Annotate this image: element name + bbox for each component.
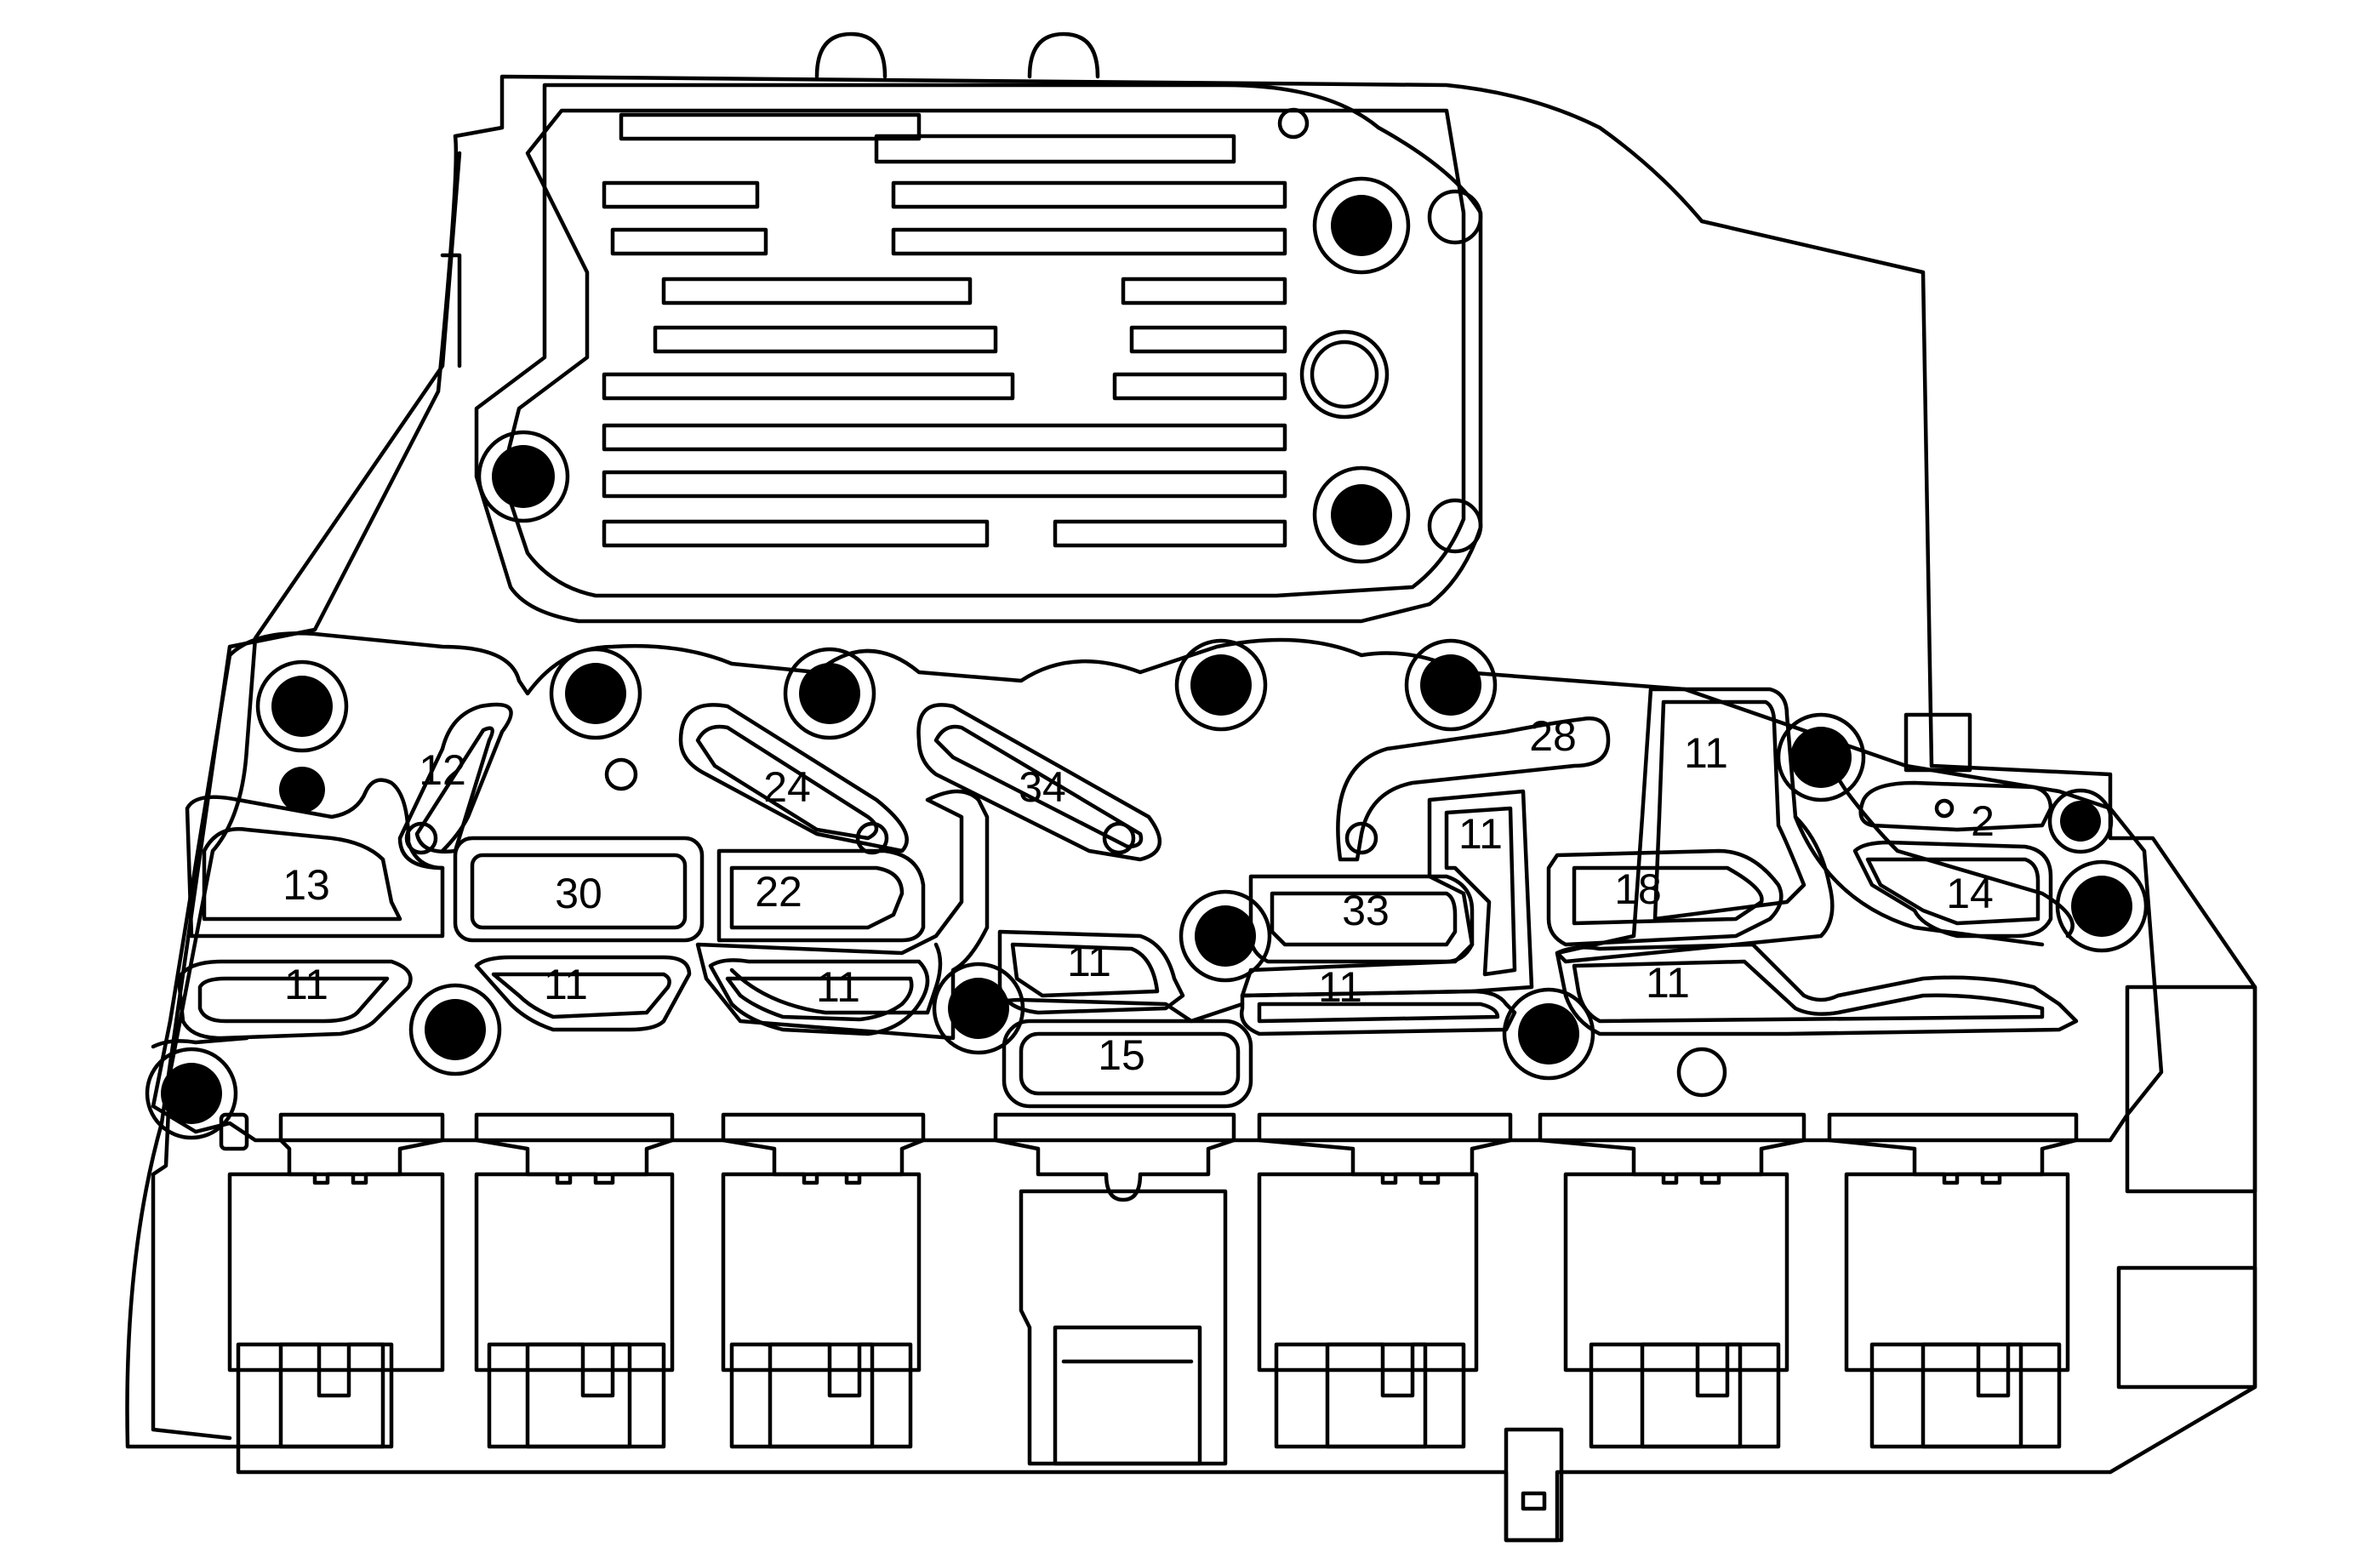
label-11-row-3: 11: [816, 963, 860, 1011]
label-28: 28: [1529, 712, 1577, 760]
channel-plate: [151, 631, 2164, 1143]
label-24: 24: [763, 763, 811, 811]
channel-plate-bolts: [145, 638, 2149, 1140]
plate-hole-small: [1277, 107, 1310, 140]
label-33: 33: [1342, 887, 1390, 934]
top-tab-left: [814, 31, 888, 79]
label-11-row-1: 11: [284, 961, 328, 1008]
side-connector-box: [2125, 985, 2257, 1194]
label-13: 13: [283, 861, 330, 909]
label-11-top: 11: [1684, 729, 1728, 777]
label-12: 12: [419, 746, 466, 794]
plate-slots: [602, 112, 1287, 548]
label-11-mid: 11: [1458, 810, 1503, 858]
plate-hole-5: [1427, 498, 1483, 554]
solenoid-6: [1538, 1112, 1806, 1449]
side-flange-left: [440, 253, 462, 368]
plate-bolt-1: [1331, 195, 1392, 256]
top-tab-right: [1027, 31, 1100, 79]
label-18: 18: [1614, 865, 1662, 913]
solenoid-4: [993, 1112, 1236, 1466]
label-11-row-4: 11: [1067, 938, 1111, 985]
channel-labels: 12 24 34 28 11 11 2 13 30 22 33 18 14 11…: [283, 712, 1995, 1079]
label-11-row-2: 11: [544, 961, 588, 1008]
label-22: 22: [755, 868, 802, 916]
bottom-tab: [1504, 1427, 1564, 1543]
side-bolt: [492, 445, 555, 508]
plate-bolt-4: [1331, 484, 1392, 545]
solenoid-3: [721, 1112, 926, 1449]
label-14: 14: [1946, 870, 1994, 917]
side-bolt-ring: [477, 430, 570, 523]
plate-bolt-ring-4: [1312, 465, 1411, 564]
locator-square: [219, 1112, 249, 1151]
side-connector-box-2: [2116, 1265, 2257, 1390]
solenoid-2: [474, 1112, 675, 1449]
solenoid-connectors: [227, 985, 2257, 1543]
solenoid-5: [1257, 1112, 1513, 1449]
label-11-row-5: 11: [1318, 963, 1362, 1011]
plate-hole-ring-3-inner: [1310, 340, 1379, 409]
channel-ports: [404, 798, 1955, 855]
locator-hole-1: [604, 757, 638, 791]
label-2: 2: [1971, 797, 1995, 845]
solenoid-7: [1827, 1112, 2079, 1449]
locator-hole-2: [1676, 1047, 1727, 1098]
upper-plate-inner: [499, 108, 1466, 598]
plate-bolt-ring-1: [1312, 176, 1411, 275]
label-30: 30: [555, 870, 602, 917]
label-11-row-6: 11: [1646, 959, 1690, 1007]
upper-right-post: [1903, 712, 1972, 773]
label-34: 34: [1019, 763, 1066, 811]
plate-hole-2: [1427, 189, 1483, 245]
label-15: 15: [1098, 1031, 1145, 1079]
solenoid-1: [227, 1112, 445, 1449]
bottom-tab-slot: [1521, 1491, 1547, 1511]
plate-hole-ring-3: [1299, 329, 1390, 420]
